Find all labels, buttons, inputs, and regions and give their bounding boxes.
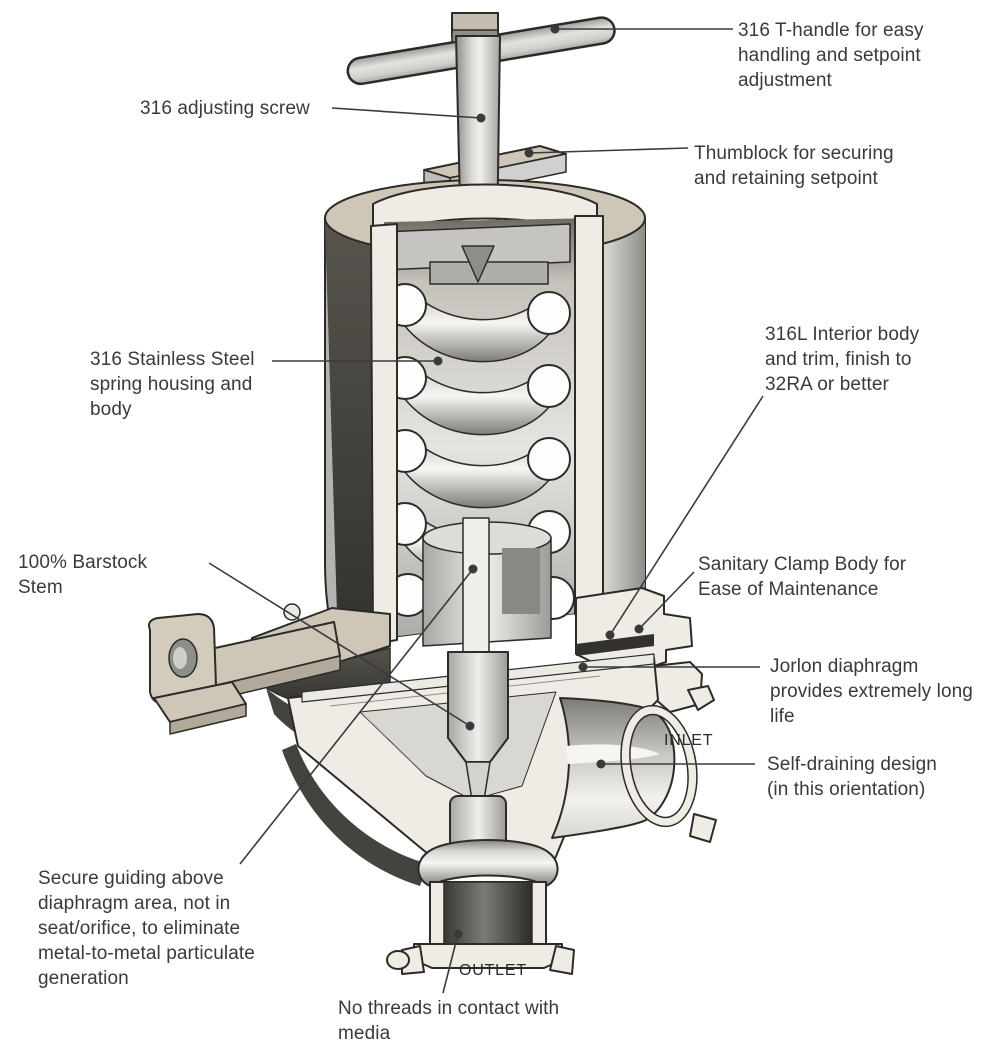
guide-piston: [422, 517, 552, 655]
barstock-stem: [447, 651, 509, 855]
callout-interior-body: 316L Interior body and trim, finish to 3…: [765, 324, 920, 395]
callout-jorlon-diaphragm: Jorlon diaphragm provides extremely long…: [770, 656, 973, 727]
leader-lines: [208, 24, 764, 994]
callout-secure-guiding: Secure guiding above diaphragm area, not…: [38, 868, 255, 989]
callout-thumblock: Thumblock for securing and retaining set…: [694, 143, 894, 189]
callout-self-draining: Self-draining design (in this orientatio…: [767, 754, 937, 800]
clamp-lug: [148, 613, 341, 735]
sanitary-clamp: [575, 587, 703, 713]
inlet-port: [551, 685, 717, 843]
callout-no-threads: No threads in contact with media: [338, 998, 560, 1044]
callout-spring-housing: 316 Stainless Steel spring housing and b…: [90, 349, 255, 420]
outlet-label: OUTLET: [459, 962, 527, 979]
callout-adjusting-screw: 316 adjusting screw: [140, 98, 310, 119]
inlet-label: INLET: [664, 732, 714, 749]
callout-barstock-stem: 100% Barstock Stem: [18, 552, 148, 598]
callout-t-handle: 316 T-handle for easy handling and setpo…: [738, 20, 924, 91]
spring-housing: [324, 35, 646, 655]
callout-sanitary-clamp: Sanitary Clamp Body for Ease of Maintena…: [698, 554, 907, 600]
